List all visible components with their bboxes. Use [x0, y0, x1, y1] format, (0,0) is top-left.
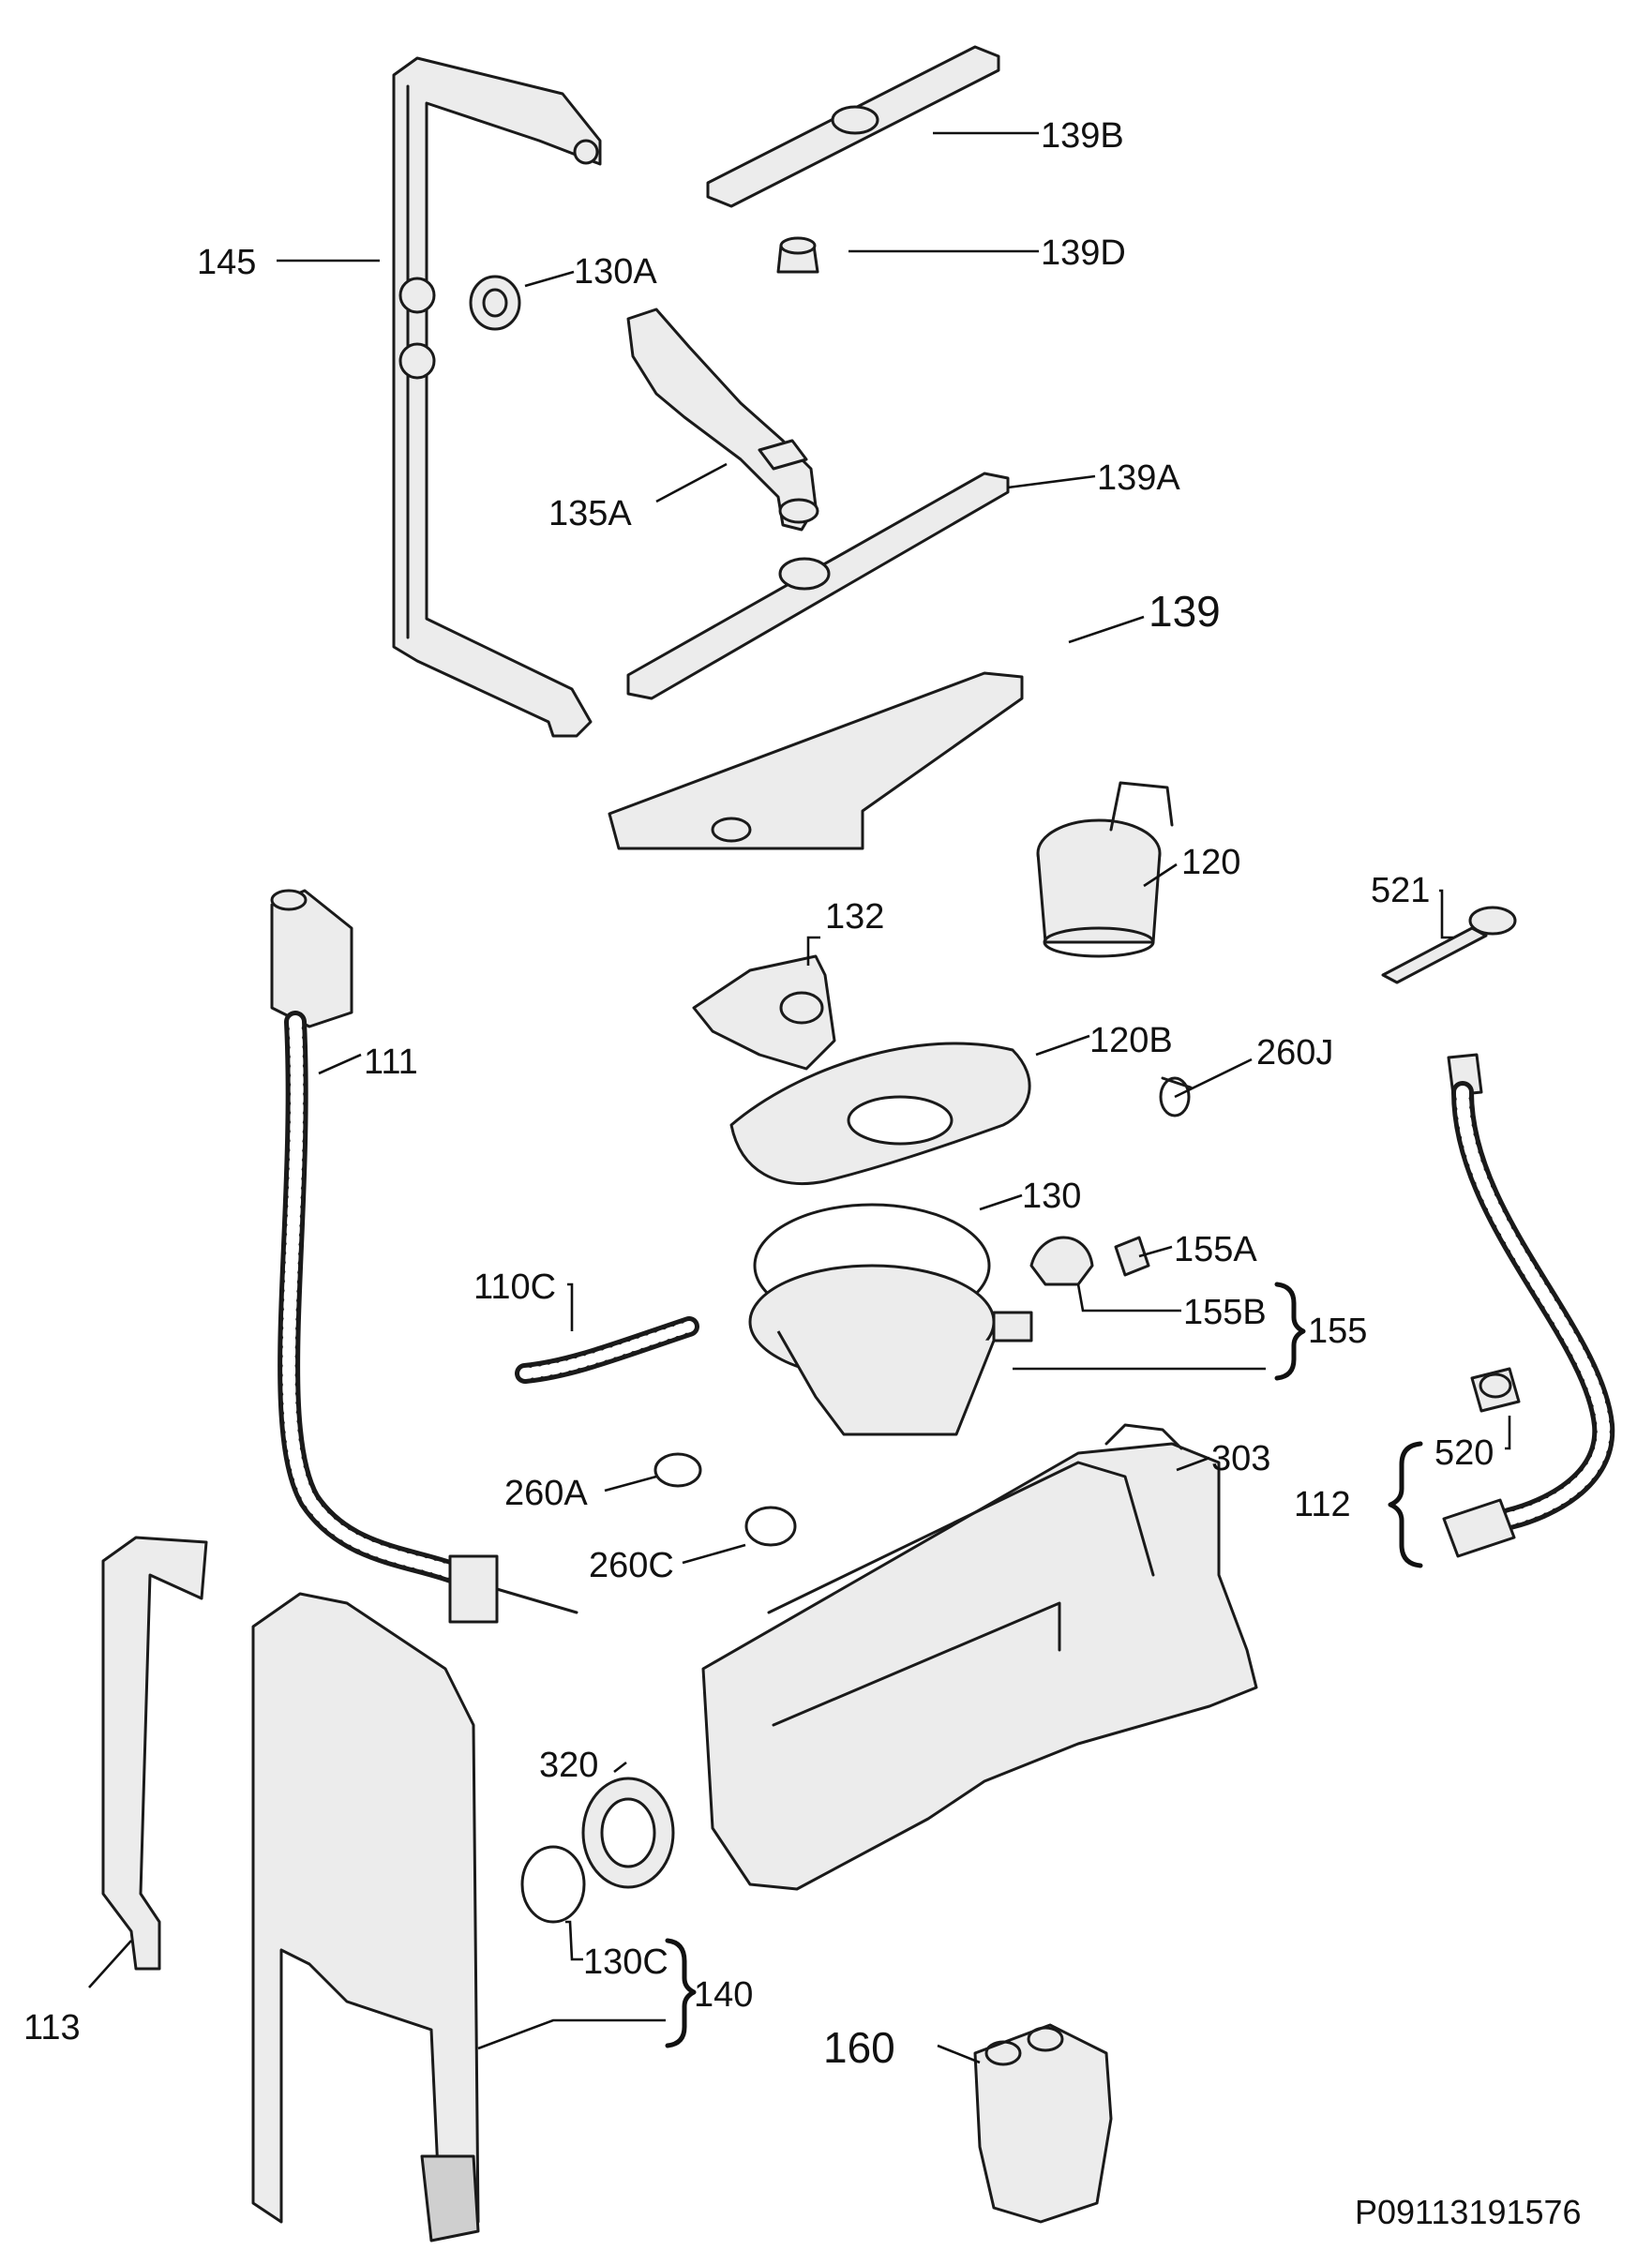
label-160: 160 — [823, 2023, 895, 2072]
label-111: 111 — [364, 1042, 418, 1082]
part-130A-seal — [469, 275, 521, 331]
label-120: 120 — [1181, 843, 1240, 882]
label-135A: 135A — [548, 494, 632, 533]
part-132-bracket — [692, 954, 836, 1071]
label-139A: 139A — [1097, 458, 1180, 498]
label-303: 303 — [1211, 1439, 1270, 1478]
part-112-inlet-hose — [1442, 1053, 1615, 1558]
part-260A-clamp — [653, 1452, 702, 1488]
brace-155 — [1274, 1282, 1306, 1381]
part-139-lower-spray-arm — [608, 671, 1024, 850]
part-520-nut — [1470, 1367, 1521, 1413]
label-521: 521 — [1371, 871, 1430, 910]
label-145: 145 — [197, 243, 256, 282]
label-155: 155 — [1308, 1312, 1367, 1351]
part-145-supply-pipe — [392, 56, 602, 738]
label-139B: 139B — [1041, 116, 1124, 156]
part-110C-hose — [515, 1316, 699, 1384]
part-260C-clamp — [744, 1506, 797, 1547]
label-113: 113 — [23, 2008, 81, 2048]
label-520: 520 — [1434, 1433, 1494, 1473]
part-139B-top-spray-arm — [706, 45, 1000, 208]
label-155B: 155B — [1183, 1293, 1267, 1332]
part-120-filter — [1036, 781, 1174, 958]
part-160-pump — [973, 2023, 1113, 2224]
part-130C-ring — [520, 1845, 586, 1924]
label-112: 112 — [1294, 1485, 1351, 1524]
label-130: 130 — [1022, 1177, 1081, 1216]
part-113-hose — [101, 1536, 208, 1971]
label-139: 139 — [1149, 587, 1221, 636]
part-120B-filter-plate — [729, 1042, 1031, 1185]
brace-140 — [665, 1938, 697, 2048]
part-260J-clamp — [1159, 1076, 1193, 1118]
label-155A: 155A — [1174, 1230, 1257, 1269]
label-320: 320 — [539, 1746, 598, 1785]
part-139A-middle-spray-arm — [626, 472, 1010, 700]
part-140-cover — [251, 1592, 480, 2242]
label-130A: 130A — [574, 252, 657, 292]
label-110C: 110C — [473, 1268, 556, 1307]
label-140: 140 — [694, 1975, 753, 2015]
part-155A-plug — [1114, 1236, 1150, 1277]
part-303-base-tray — [701, 1423, 1258, 1891]
part-111-drain-hose — [270, 889, 578, 1624]
label-260A: 260A — [504, 1474, 588, 1513]
part-135A-holder — [626, 308, 819, 532]
label-139D: 139D — [1041, 233, 1126, 273]
part-320-seal — [581, 1777, 675, 1889]
label-260J: 260J — [1256, 1033, 1333, 1072]
part-521-key — [1381, 906, 1517, 984]
drawing-code: P09113191576 — [1355, 2193, 1582, 2231]
part-130-sump — [748, 1203, 1033, 1436]
part-155B-flap — [1029, 1236, 1094, 1286]
label-132: 132 — [825, 897, 884, 937]
leader-lines — [88, 131, 1511, 2064]
brace-112 — [1388, 1441, 1423, 1568]
label-260C: 260C — [589, 1546, 674, 1585]
label-120B: 120B — [1089, 1021, 1173, 1060]
label-130C: 130C — [583, 1942, 668, 1982]
part-139D-nut — [776, 236, 819, 274]
